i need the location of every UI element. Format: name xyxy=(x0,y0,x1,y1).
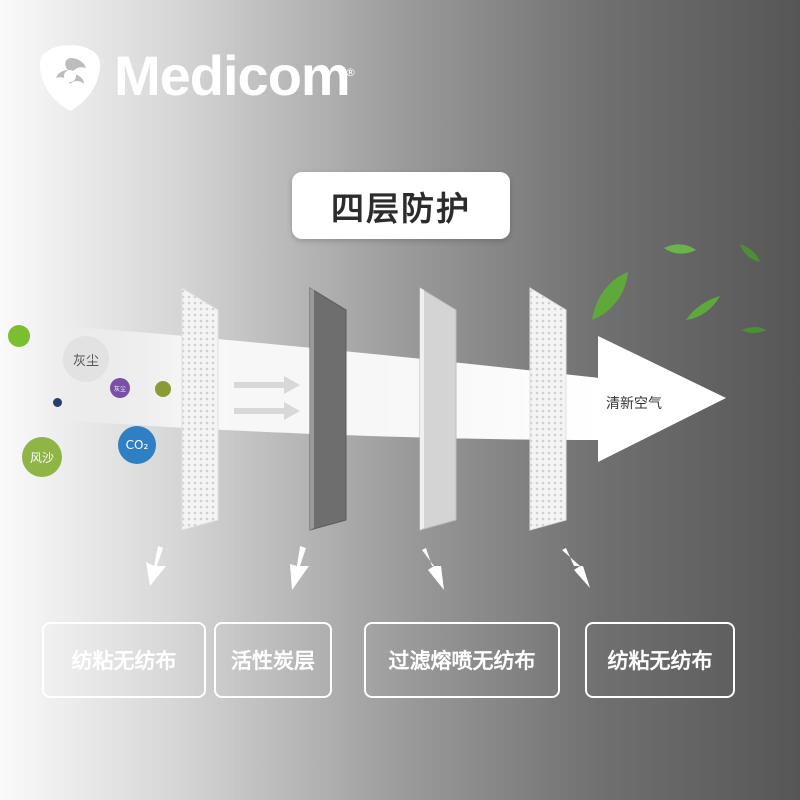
leaf-icon xyxy=(742,327,766,333)
layer-3-label: 过滤熔喷无纺布 xyxy=(389,645,536,675)
leaf-icon xyxy=(664,244,696,253)
fresh-air-label: 清新空气 xyxy=(606,393,662,413)
down-arrow-icon xyxy=(290,546,309,590)
layer-4-box: 纺粘无纺布 xyxy=(585,622,735,698)
down-arrows xyxy=(146,546,590,590)
green-particle xyxy=(8,325,30,347)
layer-2-box: 活性炭层 xyxy=(214,622,332,698)
leaf-icon xyxy=(686,296,720,320)
small-dust-particle: 灰尘 xyxy=(110,378,130,398)
olive-particle xyxy=(155,381,171,397)
layer-1-label: 纺粘无纺布 xyxy=(72,645,177,675)
co2-particle: CO₂ xyxy=(118,426,156,464)
dust-label: 灰尘 xyxy=(73,350,99,369)
layer-1-box: 纺粘无纺布 xyxy=(42,622,206,698)
layer-2-label: 活性炭层 xyxy=(231,645,315,675)
small-dust-label: 灰尘 xyxy=(114,384,126,393)
down-arrow-icon xyxy=(422,548,444,590)
layer-3-panel xyxy=(420,288,456,530)
leaves xyxy=(592,244,766,333)
layer-2-panel xyxy=(310,288,346,530)
co2-label: CO₂ xyxy=(126,438,149,452)
layer-4-panel xyxy=(530,288,566,530)
down-arrow-icon xyxy=(146,546,166,586)
layer-3-box: 过滤熔喷无纺布 xyxy=(364,622,560,698)
layer-1-panel xyxy=(182,288,218,530)
sand-particle: 风沙 xyxy=(22,437,62,477)
leaf-icon xyxy=(740,244,760,262)
sand-label: 风沙 xyxy=(30,449,54,466)
layer-4-label: 纺粘无纺布 xyxy=(608,645,713,675)
dust-particle: 灰尘 xyxy=(63,336,109,382)
leaf-icon xyxy=(592,272,628,320)
navy-particle xyxy=(53,398,62,407)
down-arrow-icon xyxy=(562,548,590,588)
